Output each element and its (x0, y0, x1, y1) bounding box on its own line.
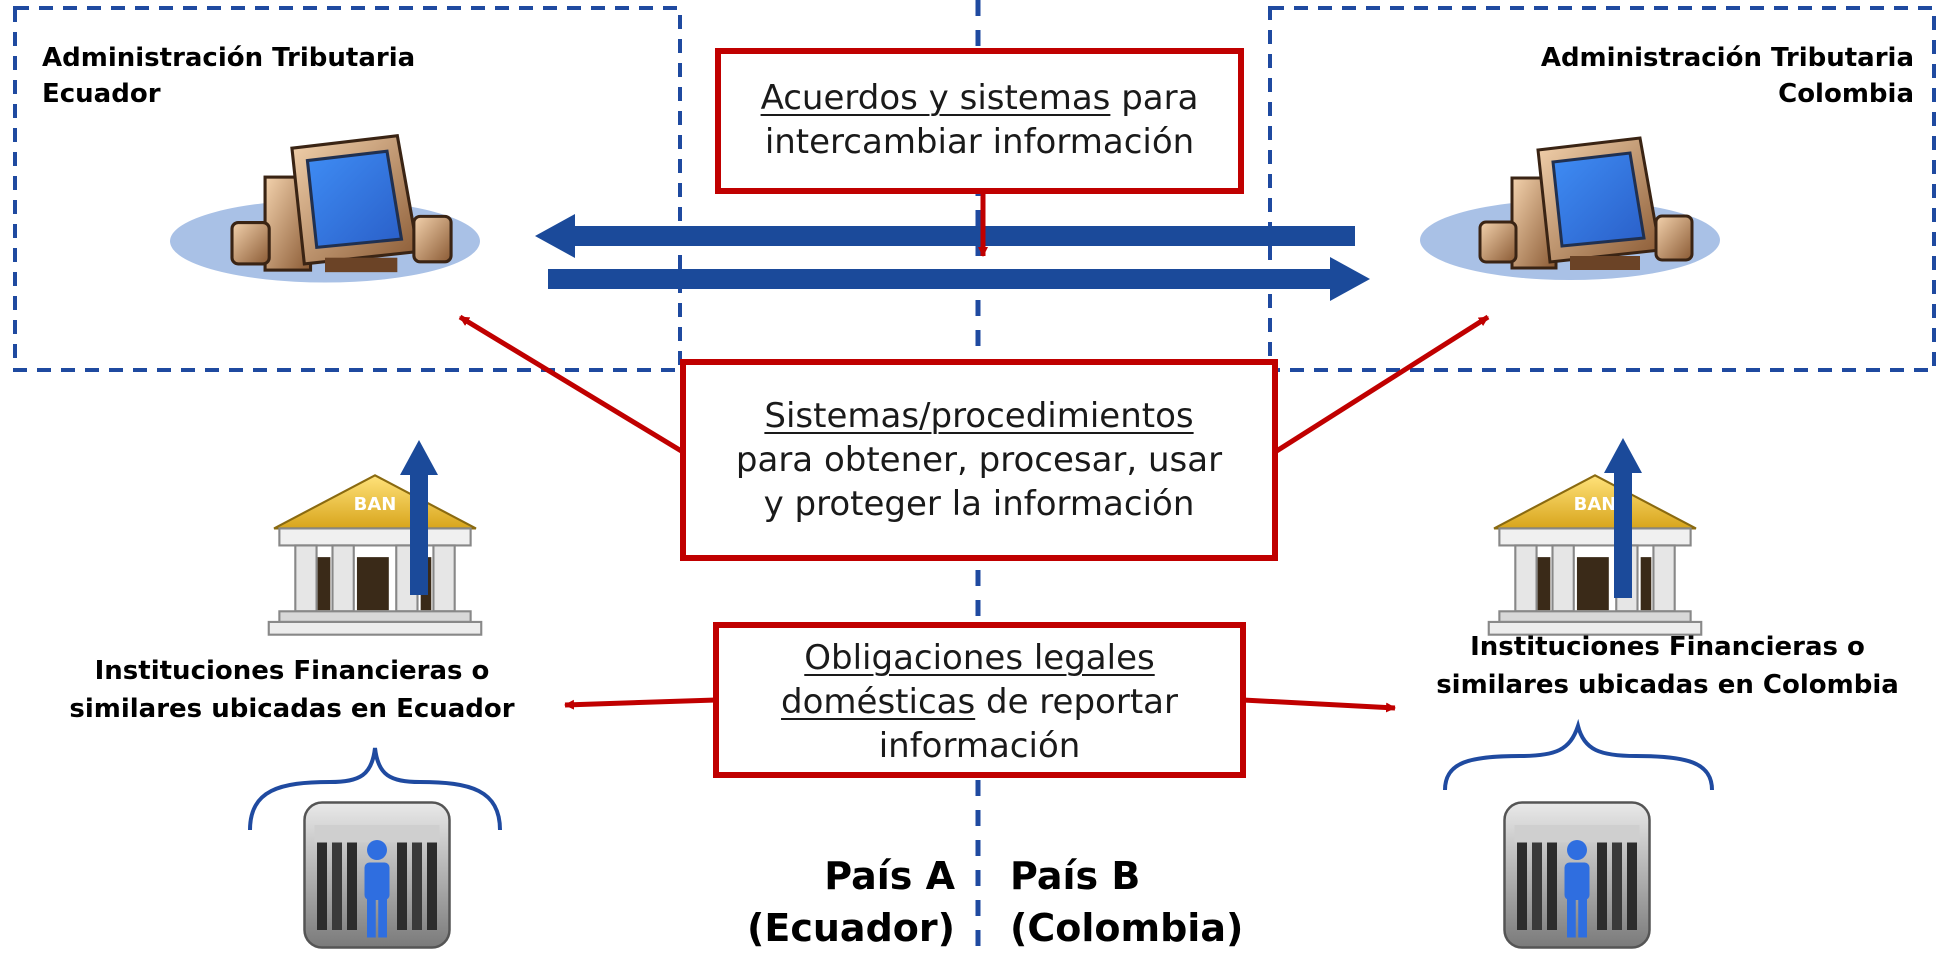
admin-colombia-label: Administración Tributaria Colombia (1541, 40, 1914, 112)
admin-ecuador-line1: Administración Tributaria (42, 43, 416, 73)
bank-ecuador: BAN (267, 440, 483, 636)
country-b-name: País B (1010, 854, 1141, 898)
country-a-name: País A (824, 854, 955, 898)
agreements-line2: intercambiar información (764, 122, 1195, 162)
obligations-rest: de reportar (975, 682, 1178, 722)
systems-line1: Sistemas/procedimientos (764, 396, 1194, 436)
country-b-country: (Colombia) (1010, 906, 1244, 950)
bank-colombia-sign: BAN (1574, 494, 1617, 515)
obligations-box (713, 622, 1246, 778)
institutions-ecuador-line2: similares ubicadas en Ecuador (69, 694, 515, 724)
admin-ecuador-line2: Ecuador (42, 79, 161, 109)
institutions-colombia-line2: similares ubicadas en Colombia (1436, 670, 1899, 700)
admin-ecuador-label: Administración Tributaria Ecuador (42, 40, 415, 112)
systems-line2: para obtener, procesar, usar (735, 440, 1223, 480)
agreements-underlined: Acuerdos y sistemas (760, 78, 1111, 118)
systems-text: Sistemas/procedimientos para obtener, pr… (683, 394, 1275, 526)
admin-region-ecuador (13, 6, 682, 372)
obligations-line1: Obligaciones legales (804, 638, 1155, 678)
institutions-ecuador-line1: Instituciones Financieras o (94, 656, 490, 686)
obligations-text: Obligaciones legales domésticas de repor… (716, 636, 1243, 768)
exchange-arrows (535, 214, 1370, 301)
country-b-label: País B (Colombia) (1010, 850, 1310, 954)
agreements-rest: para (1110, 78, 1199, 118)
computer-colombia-icon (1420, 136, 1720, 282)
institutions-colombia-label: Instituciones Financieras o similares ub… (1395, 628, 1940, 704)
taxpayers-ecuador-icon (303, 801, 451, 949)
country-a-country: (Ecuador) (747, 906, 955, 950)
admin-colombia-line2: Colombia (1778, 79, 1914, 109)
bank-colombia: BAN (1487, 438, 1703, 636)
agreements-text: Acuerdos y sistemas para intercambiar in… (718, 76, 1241, 164)
connector-arrows (458, 192, 1490, 713)
country-a-label: País A (Ecuador) (690, 850, 955, 954)
bank-ecuador-sign: BAN (354, 494, 397, 515)
systems-box (680, 359, 1278, 561)
obligations-underlined: domésticas (781, 682, 976, 722)
taxpayers-colombia-icon (1503, 801, 1651, 949)
systems-line3: y proteger la información (763, 484, 1195, 524)
brace-ecuador (248, 747, 502, 831)
admin-region-colombia (1268, 6, 1936, 372)
agreements-box (715, 48, 1244, 194)
institutions-colombia-line1: Instituciones Financieras o (1470, 632, 1865, 662)
brace-colombia (1443, 718, 1714, 791)
admin-colombia-line1: Administración Tributaria (1540, 43, 1914, 73)
computer-ecuador-icon (170, 134, 480, 285)
obligations-line3: información (878, 726, 1081, 766)
institutions-ecuador-label: Instituciones Financieras o similares ub… (32, 652, 552, 728)
